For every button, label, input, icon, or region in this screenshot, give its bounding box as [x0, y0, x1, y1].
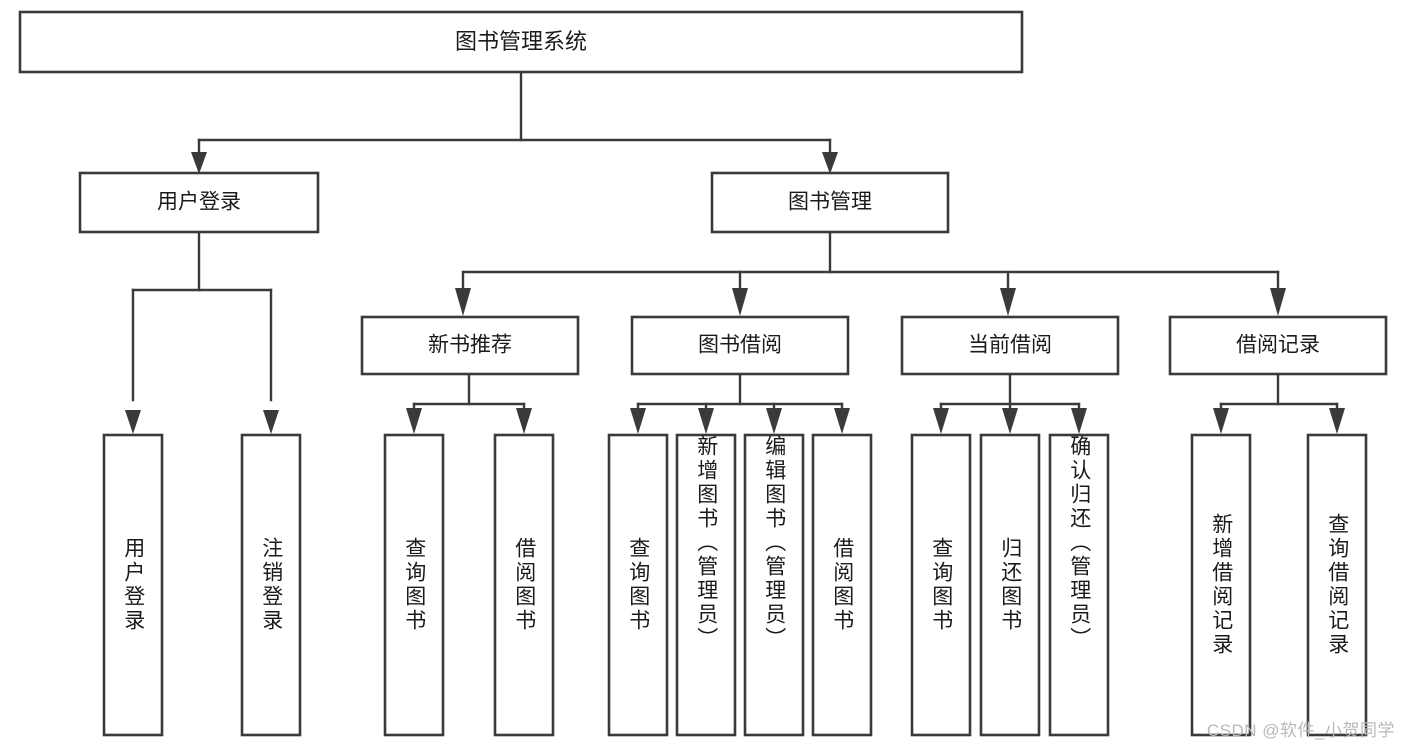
node-leaf-query-book-1-box[interactable]	[383, 433, 445, 737]
node-current-borrow[interactable]: 当前借阅	[900, 315, 1120, 376]
node-book-manage-label: 图书管理	[788, 191, 872, 214]
node-leaf-add-book-box[interactable]	[675, 433, 737, 737]
node-leaf-edit-book-box[interactable]	[743, 433, 805, 737]
node-book-borrow[interactable]: 图书借阅	[630, 315, 850, 376]
node-leaf-borrow-book-1-box[interactable]	[493, 433, 555, 737]
node-user-login-box[interactable]	[78, 171, 320, 234]
node-leaf-return-book-box[interactable]	[979, 433, 1041, 737]
node-book-manage-box[interactable]	[710, 171, 950, 234]
arrow-to-borrow-record	[1270, 288, 1286, 316]
node-book-borrow-box[interactable]	[630, 315, 850, 376]
arrow-to-user-login	[191, 152, 207, 174]
arrow-to-book-borrow	[732, 288, 748, 316]
arrow-to-book-manage	[822, 152, 838, 174]
node-leaf-query-record-box[interactable]	[1306, 433, 1368, 737]
arrow-leaf-borrow-book-2	[834, 408, 850, 434]
node-new-book-recommend[interactable]: 新书推荐	[360, 315, 580, 376]
node-leaf-borrow-book-2-box[interactable]	[811, 433, 873, 737]
node-current-borrow-label: 当前借阅	[968, 334, 1052, 357]
node-leaf-user-login-box[interactable]	[102, 433, 164, 737]
arrow-leaf-edit-book	[766, 408, 782, 434]
arrow-leaf-return-book	[1002, 408, 1018, 434]
arrow-leaf-add-book	[698, 408, 714, 434]
node-borrow-record-label: 借阅记录	[1236, 334, 1320, 357]
node-leaf-add-record-box[interactable]	[1190, 433, 1252, 737]
node-new-book-recommend-label: 新书推荐	[428, 334, 512, 357]
arrow-leaf-query-book-3	[933, 408, 949, 434]
arrow-leaf-query-book-1	[406, 408, 422, 434]
arrow-leaf-confirm-return	[1071, 408, 1087, 434]
node-user-login-label: 用户登录	[157, 191, 241, 214]
watermark: CSDN @软件_小贺同学	[1206, 721, 1395, 740]
connector-group	[125, 70, 1345, 434]
arrow-to-new-book-recommend	[455, 288, 471, 316]
node-leaf-query-book-2-box[interactable]	[607, 433, 669, 737]
node-root[interactable]: 图书管理系统	[18, 10, 1024, 74]
node-leaf-query-book-3-box[interactable]	[910, 433, 972, 737]
arrow-to-current-borrow	[1000, 288, 1016, 316]
arrow-leaf-query-book-2	[630, 408, 646, 434]
arrow-leaf-user-login	[125, 410, 141, 434]
node-leaf-user-logout-box[interactable]	[240, 433, 302, 737]
node-book-manage[interactable]: 图书管理	[710, 171, 950, 234]
node-user-login[interactable]: 用户登录	[78, 171, 320, 234]
arrow-leaf-borrow-book-1	[516, 408, 532, 434]
node-root-box[interactable]	[18, 10, 1024, 74]
arrow-leaf-user-logout	[263, 410, 279, 434]
node-new-book-recommend-box[interactable]	[360, 315, 580, 376]
node-leaf-confirm-return-box[interactable]	[1048, 433, 1110, 737]
node-borrow-record[interactable]: 借阅记录	[1168, 315, 1388, 376]
node-borrow-record-box[interactable]	[1168, 315, 1388, 376]
arrow-leaf-query-record	[1329, 408, 1345, 434]
arrow-leaf-add-record	[1213, 408, 1229, 434]
node-book-borrow-label: 图书借阅	[698, 334, 782, 357]
node-current-borrow-box[interactable]	[900, 315, 1120, 376]
node-root-label: 图书管理系统	[455, 29, 587, 54]
